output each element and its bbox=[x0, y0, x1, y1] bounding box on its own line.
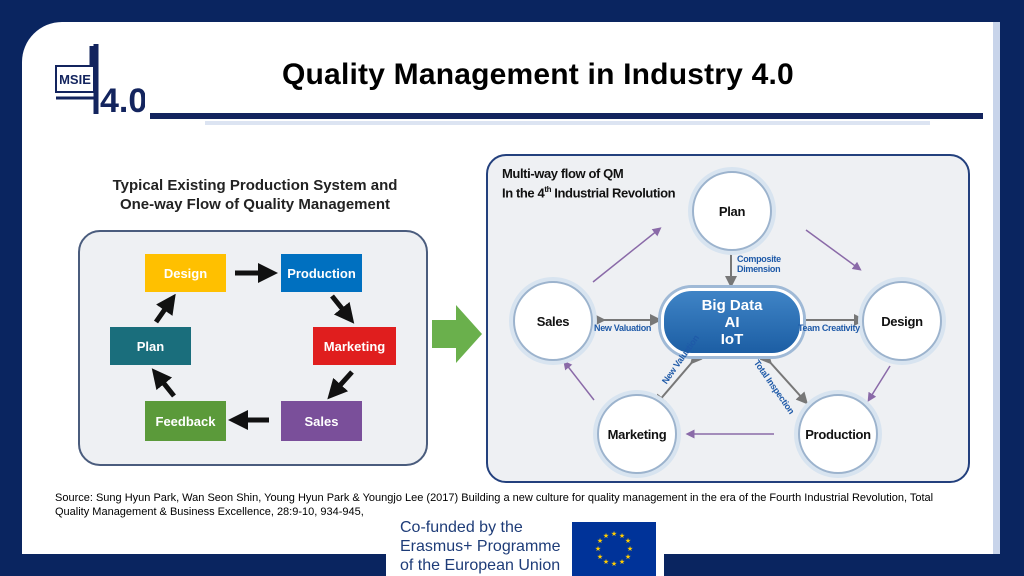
label-team-creativity: Team Creativity bbox=[798, 323, 860, 333]
node-sales: Sales bbox=[513, 281, 593, 361]
source-citation: Source: Sung Hyun Park, Wan Seon Shin, Y… bbox=[55, 492, 934, 518]
label-composite-dimension: Composite Dimension bbox=[737, 254, 781, 274]
title-underline-light bbox=[205, 121, 930, 125]
msie-logo: MSIE 4.0 bbox=[55, 44, 145, 120]
page-title: Quality Management in Industry 4.0 bbox=[282, 58, 794, 91]
node-production: Production bbox=[798, 394, 878, 474]
svg-text:★: ★ bbox=[619, 532, 625, 540]
eu-line2: Erasmus+ Programme bbox=[400, 538, 561, 555]
svg-text:★: ★ bbox=[597, 553, 603, 561]
arrow-marketing-sales bbox=[563, 360, 595, 401]
svg-text:★: ★ bbox=[595, 545, 601, 553]
left-diagram-heading: Typical Existing Production System and O… bbox=[80, 176, 430, 214]
center-line1: Big Data bbox=[701, 296, 763, 314]
right-title-line2: In the 4th Industrial Revolution bbox=[502, 185, 676, 201]
svg-text:★: ★ bbox=[611, 530, 617, 538]
arrow-design-production bbox=[867, 365, 891, 402]
center-big-data-pill: Big Data AI IoT bbox=[661, 288, 803, 356]
transition-arrow-icon bbox=[432, 305, 482, 363]
right-title-line1: Multi-way flow of QM bbox=[502, 166, 624, 181]
right-diagram-title: Multi-way flow of QM In the 4th Industri… bbox=[502, 166, 676, 201]
svg-text:★: ★ bbox=[603, 532, 609, 540]
eu-line1: Co-funded by the bbox=[400, 519, 523, 536]
left-heading-line1: Typical Existing Production System and bbox=[112, 177, 398, 194]
box-sales: Sales bbox=[281, 401, 362, 441]
arrow-production-marketing bbox=[330, 294, 355, 324]
svg-text:★: ★ bbox=[627, 545, 633, 553]
arrow-plan-design bbox=[805, 229, 862, 271]
svg-text:★: ★ bbox=[597, 537, 603, 545]
title-underline bbox=[150, 113, 983, 119]
logo-text: MSIE bbox=[59, 72, 91, 87]
box-marketing: Marketing bbox=[313, 327, 396, 365]
node-marketing: Marketing bbox=[597, 394, 677, 474]
node-design: Design bbox=[862, 281, 942, 361]
svg-text:★: ★ bbox=[625, 553, 631, 561]
box-production: Production bbox=[281, 254, 362, 292]
label-new-valuation-left: New Valuation bbox=[594, 323, 652, 333]
node-plan: Plan bbox=[692, 171, 772, 251]
svg-text:★: ★ bbox=[625, 537, 631, 545]
arrow-sales-plan bbox=[592, 227, 662, 283]
eu-line3: of the European Union bbox=[400, 557, 561, 574]
arrow-production-center bbox=[759, 351, 809, 405]
right-flow-arrows bbox=[563, 227, 891, 439]
frame-edge bbox=[993, 22, 1000, 554]
arrow-feedback-plan bbox=[151, 368, 176, 398]
center-line2: AI bbox=[724, 313, 740, 331]
logo-number: 4.0 bbox=[100, 82, 145, 120]
arrow-marketing-sales bbox=[327, 370, 354, 400]
left-flow-arrows bbox=[151, 263, 355, 430]
arrow-plan-design bbox=[153, 293, 176, 324]
eu-cofunding-text: Co-funded by the Erasmus+ Programme of t… bbox=[400, 518, 561, 575]
center-line3: IoT bbox=[720, 330, 744, 348]
arrow-marketing-center bbox=[654, 351, 703, 407]
box-design: Design bbox=[145, 254, 226, 292]
svg-text:★: ★ bbox=[611, 560, 617, 568]
svg-text:★: ★ bbox=[619, 558, 625, 566]
box-feedback: Feedback bbox=[145, 401, 226, 441]
left-heading-line2: One-way Flow of Quality Management bbox=[119, 196, 391, 213]
eu-flag-icon: ★★★ ★★★ ★★★ ★★★ bbox=[572, 522, 656, 576]
box-plan: Plan bbox=[110, 327, 191, 365]
svg-text:★: ★ bbox=[603, 558, 609, 566]
